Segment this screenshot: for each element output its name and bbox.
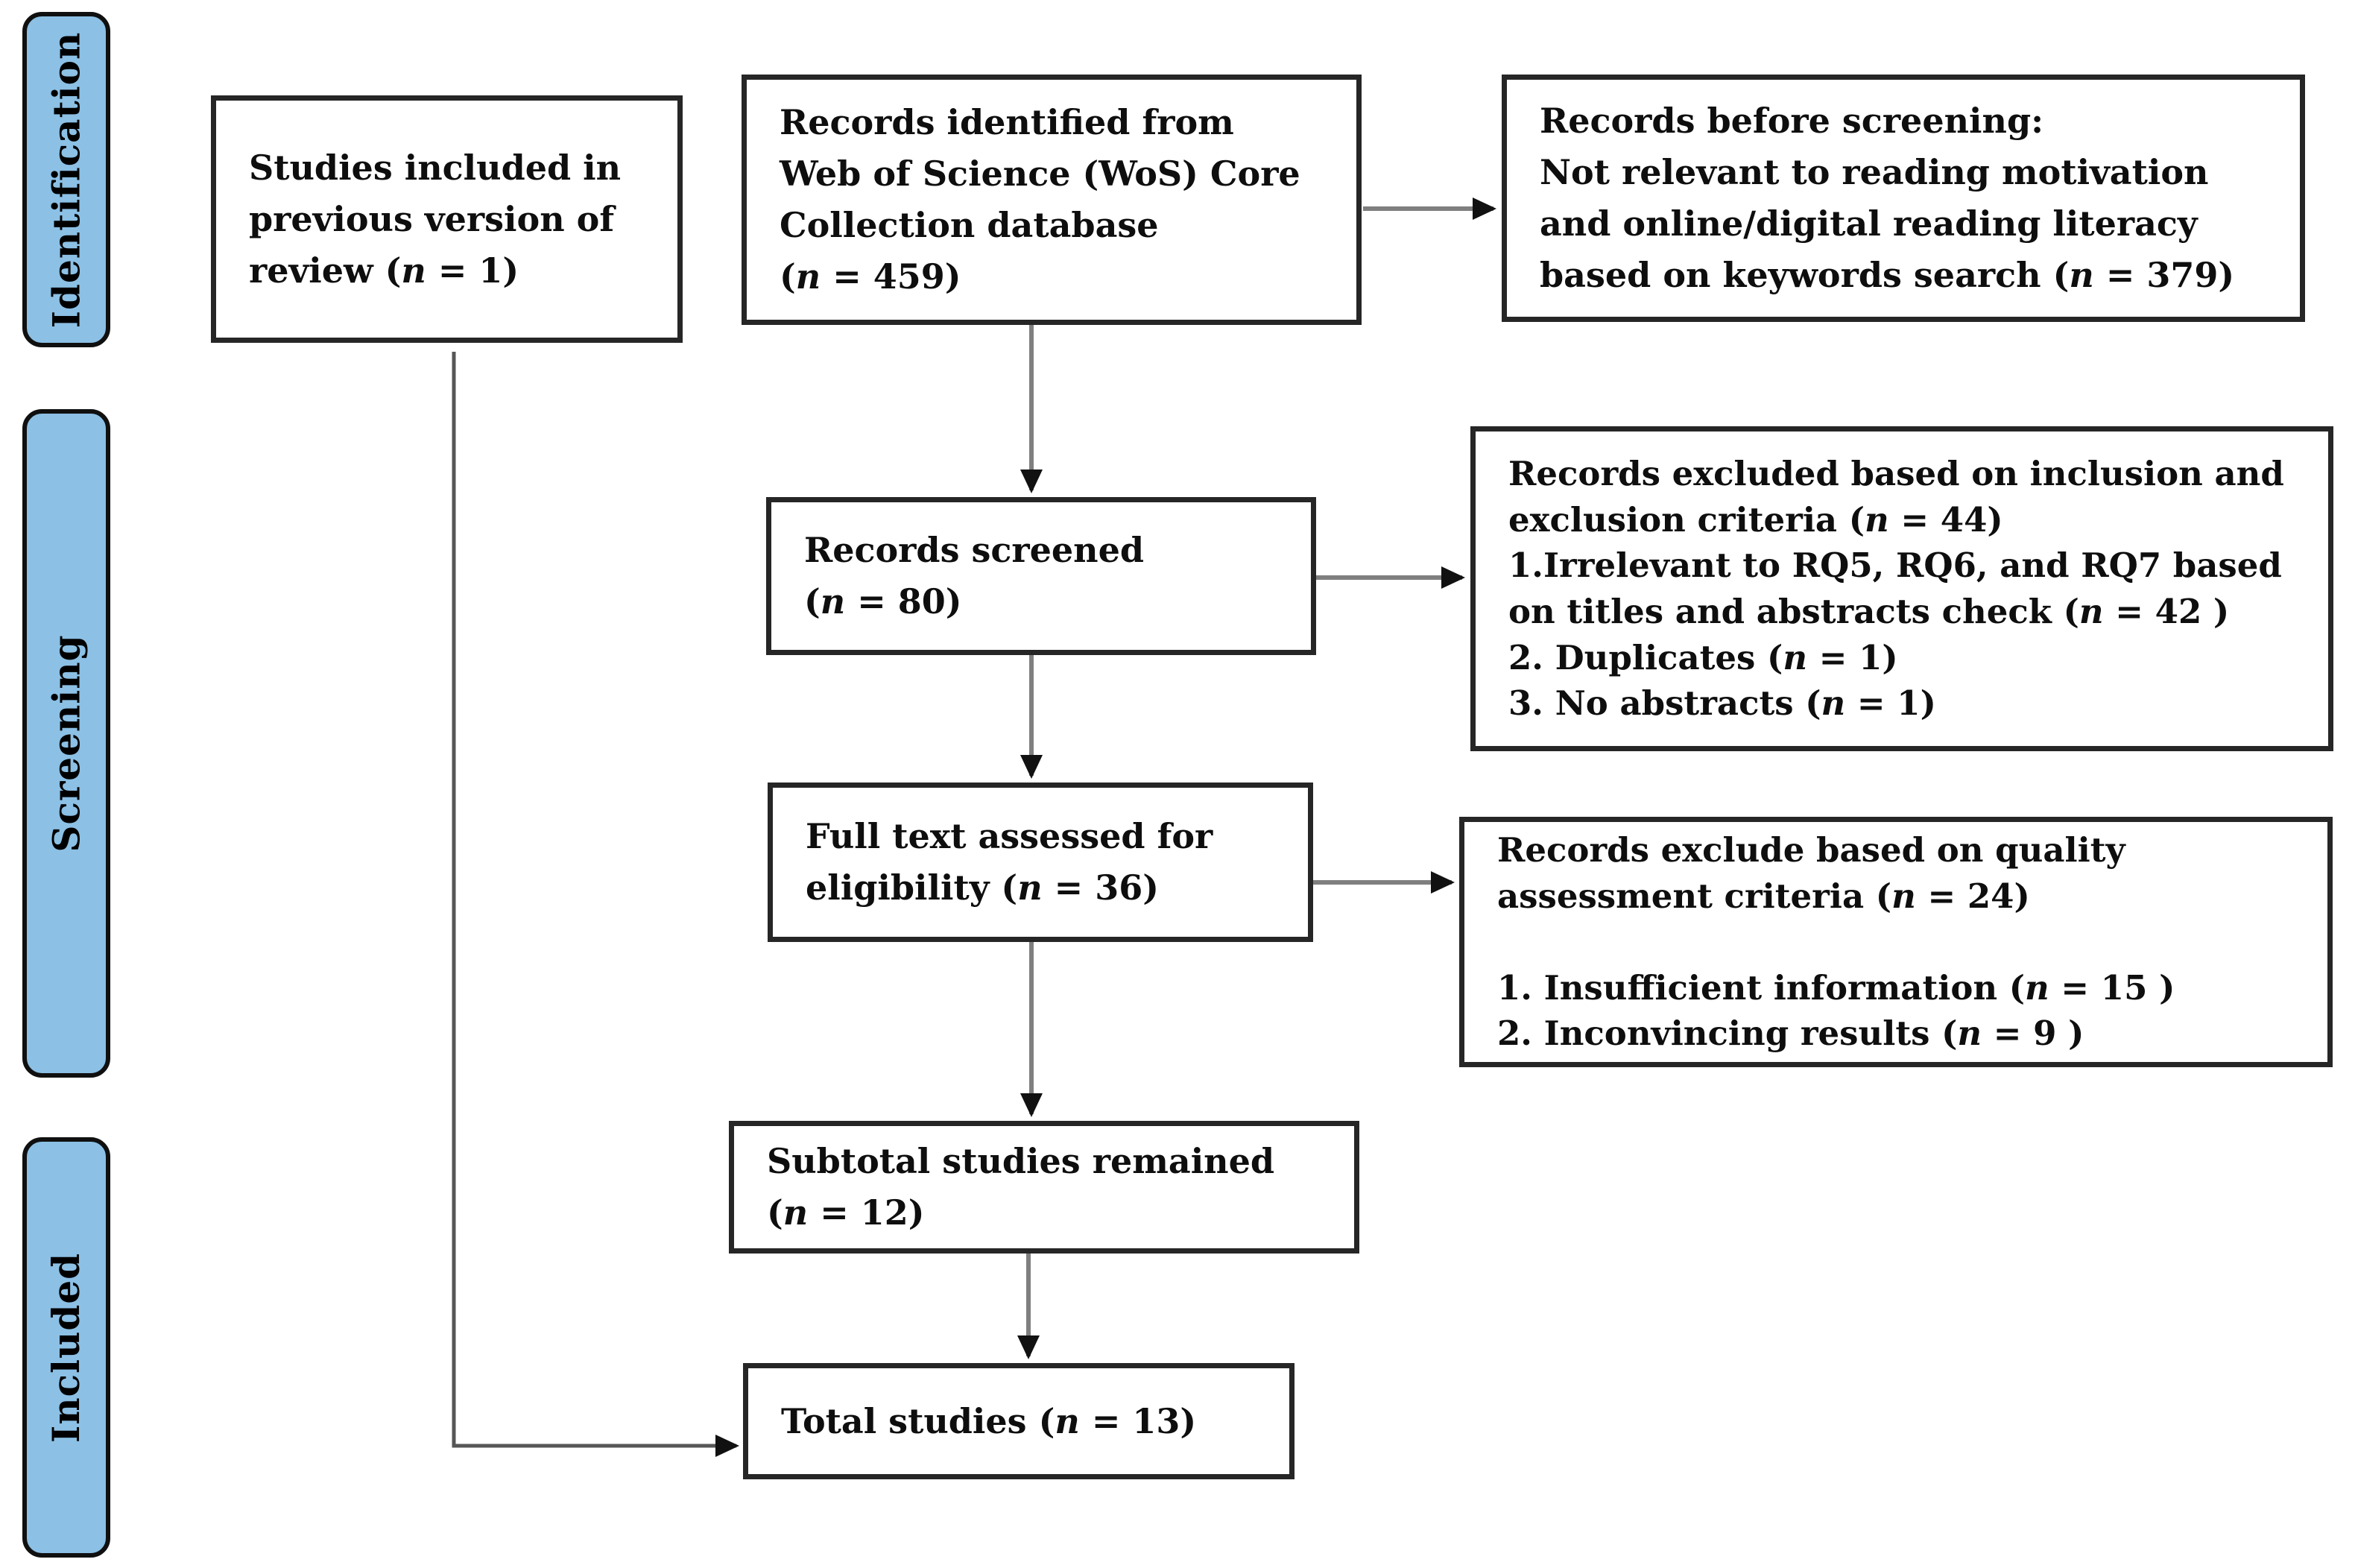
box-records-excluded-screening: Records excluded based on inclusion and e… [1470,426,2333,751]
arrow-previous-studies-to-total [452,352,739,1457]
box-text-line: Subtotal studies remained [767,1141,1275,1181]
box-text-line: (n = 80) [804,581,962,622]
box-text-line: Records before screening: [1540,101,2044,141]
box-text-line: (n = 459) [780,256,961,297]
box-records-before-screening: Records before screening: Not relevant to… [1502,75,2305,322]
stage-label-identification-text: Identification [44,31,89,328]
stage-label-identification: Identification [22,12,110,347]
box-subtotal-studies: Subtotal studies remained (n = 12) [729,1121,1359,1254]
box-text-line: 3. No abstracts (n = 1) [1508,683,1936,724]
box-text-line: Studies included in [249,147,622,188]
box-text-line: based on keywords search (n = 379) [1540,255,2235,295]
box-text-line: Collection database [780,205,1159,245]
box-text-line: exclusion criteria (n = 44) [1508,499,2003,540]
stage-label-included: Included [22,1137,110,1558]
box-text-line: Records exclude based on quality [1497,829,2125,870]
box-text-line: Full text assessed for [806,816,1213,856]
box-text-line: on titles and abstracts check (n = 42 ) [1508,592,2230,631]
box-text-line: Not relevant to reading motivation [1540,152,2209,192]
box-text-line [1497,919,2314,965]
box-text-line: eligibility (n = 36) [806,867,1160,908]
stage-label-included-text: Included [44,1252,89,1443]
box-records-screened: Records screened (n = 80) [766,497,1316,655]
stage-label-screening: Screening [22,409,110,1078]
box-text-line: review (n = 1) [249,250,519,291]
box-text-line: previous version of [249,198,615,239]
box-total-studies: Total studies (n = 13) [743,1363,1295,1479]
box-full-text-assessed: Full text assessed for eligibility (n = 3… [768,783,1313,942]
box-text-line: Records excluded based on inclusion and [1508,454,2284,494]
box-text-line: 1.Irrelevant to RQ5, RQ6, and RQ7 based [1508,546,2282,586]
box-text-line: (n = 12) [767,1192,925,1233]
box-records-excluded-quality: Records exclude based on quality assessme… [1459,817,2333,1067]
box-text-line: assessment criteria (n = 24) [1497,876,2030,916]
box-previous-studies: Studies included in previous version of re… [211,95,683,343]
box-text-line: 1. Insufficient information (n = 15 ) [1497,967,2175,1008]
box-text-line: 2. Inconvincing results (n = 9 ) [1497,1014,2084,1054]
box-text-line: Total studies (n = 13) [781,1400,1197,1441]
box-text-line: Web of Science (WoS) Core [780,154,1300,194]
box-text-line: Records identified from [780,102,1234,142]
box-text-line: and online/digital reading literacy [1540,203,2198,244]
box-text-line: 2. Duplicates (n = 1) [1508,637,1898,677]
stage-label-screening-text: Screening [44,634,89,853]
box-text-line: Records screened [804,530,1145,570]
